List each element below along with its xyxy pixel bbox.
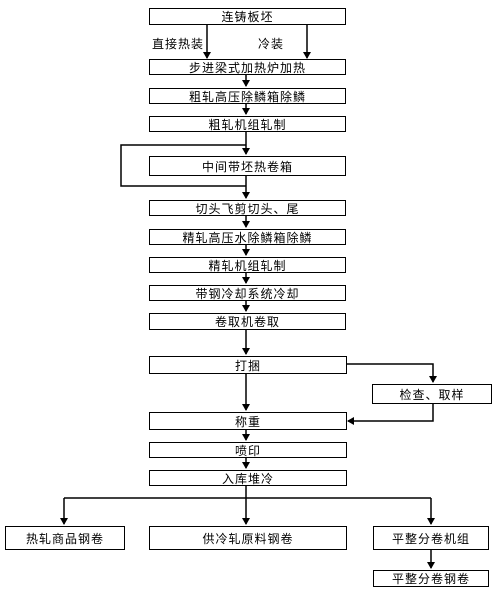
step-bundling: 打捆 xyxy=(149,356,347,374)
product-hot-coil: 热轧商品钢卷 xyxy=(5,526,125,550)
arrow-inspect-weigh xyxy=(347,404,434,425)
step-flatten-unit: 平整分卷机组 xyxy=(373,526,489,550)
step-rough-roll: 粗轧机组轧制 xyxy=(149,116,346,132)
step-coiling: 卷取机卷取 xyxy=(149,313,346,330)
step-crop: 切头飞剪切头、尾 xyxy=(149,200,346,216)
step-coilbox: 中间带坯热卷箱 xyxy=(149,156,346,176)
product-flatten-coil: 平整分卷钢卷 xyxy=(373,570,489,587)
step-weigh: 称重 xyxy=(149,412,347,430)
step-rough-descale: 粗轧高压除鳞箱除鳞 xyxy=(149,88,346,104)
coilbox-bypass-line xyxy=(120,144,246,187)
step-cooling: 带钢冷却系统冷却 xyxy=(149,285,346,301)
step-finish-roll: 精轧机组轧制 xyxy=(149,257,346,273)
step-mark: 喷印 xyxy=(149,442,347,458)
label-hot-charge: 直接热装 xyxy=(152,37,205,51)
step-store: 入库堆冷 xyxy=(149,470,347,486)
product-cold-feed-coil: 供冷轧原料钢卷 xyxy=(149,526,347,550)
step-reheat: 步进梁式加热炉加热 xyxy=(149,59,346,75)
step-inspect: 检查、取样 xyxy=(372,384,492,404)
step-casting: 连铸板坯 xyxy=(149,8,346,25)
step-finish-descale: 精轧高压水除鳞箱除鳞 xyxy=(149,229,346,245)
arrow-bundling-inspect xyxy=(347,363,437,383)
label-cold-charge: 冷装 xyxy=(258,37,285,51)
